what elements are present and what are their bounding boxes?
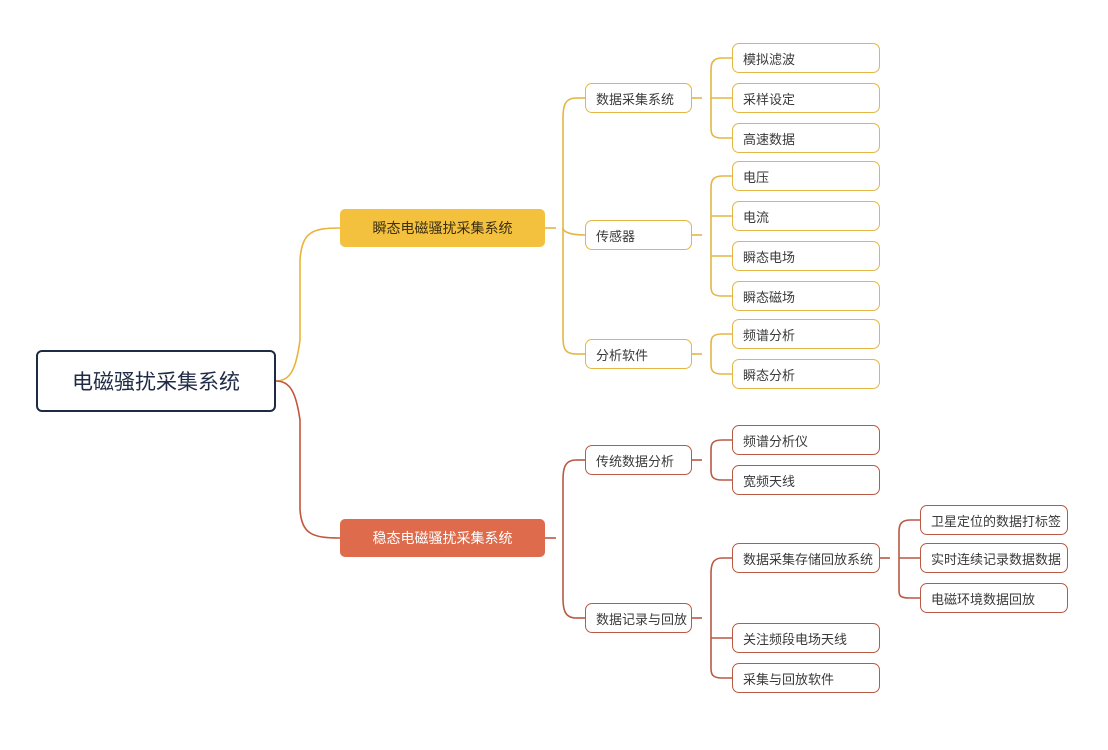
branch-transient-system[interactable]: 瞬态电磁骚扰采集系统 [340, 209, 545, 247]
leaf-current[interactable]: 电流 [732, 201, 880, 231]
leaf-transient-magnetic-field[interactable]: 瞬态磁场 [732, 281, 880, 311]
leaf-transient-analysis[interactable]: 瞬态分析 [732, 359, 880, 389]
leaf-analog-filter[interactable]: 模拟滤波 [732, 43, 880, 73]
leaf-acquisition-storage-playback[interactable]: 数据采集存储回放系统 [732, 543, 880, 573]
group-analysis-software[interactable]: 分析软件 [585, 339, 692, 369]
root-node[interactable]: 电磁骚扰采集系统 [36, 350, 276, 412]
group-sensors[interactable]: 传感器 [585, 220, 692, 250]
group-record-playback[interactable]: 数据记录与回放 [585, 603, 692, 633]
leaf-spectrum-analyzer[interactable]: 频谱分析仪 [732, 425, 880, 455]
leaf-broadband-antenna[interactable]: 宽频天线 [732, 465, 880, 495]
group-data-acquisition[interactable]: 数据采集系统 [585, 83, 692, 113]
branch-steady-system[interactable]: 稳态电磁骚扰采集系统 [340, 519, 545, 557]
leaf-band-field-antenna[interactable]: 关注频段电场天线 [732, 623, 880, 653]
leaf-transient-electric-field[interactable]: 瞬态电场 [732, 241, 880, 271]
leaf-voltage[interactable]: 电压 [732, 161, 880, 191]
leaf-spectrum-analysis[interactable]: 频谱分析 [732, 319, 880, 349]
leaf-high-speed-data[interactable]: 高速数据 [732, 123, 880, 153]
sub-environment-playback[interactable]: 电磁环境数据回放 [920, 583, 1068, 613]
group-traditional-analysis[interactable]: 传统数据分析 [585, 445, 692, 475]
leaf-sampling-setting[interactable]: 采样设定 [732, 83, 880, 113]
leaf-acquisition-playback-software[interactable]: 采集与回放软件 [732, 663, 880, 693]
sub-gps-tagging[interactable]: 卫星定位的数据打标签 [920, 505, 1068, 535]
sub-realtime-recording[interactable]: 实时连续记录数据数据 [920, 543, 1068, 573]
